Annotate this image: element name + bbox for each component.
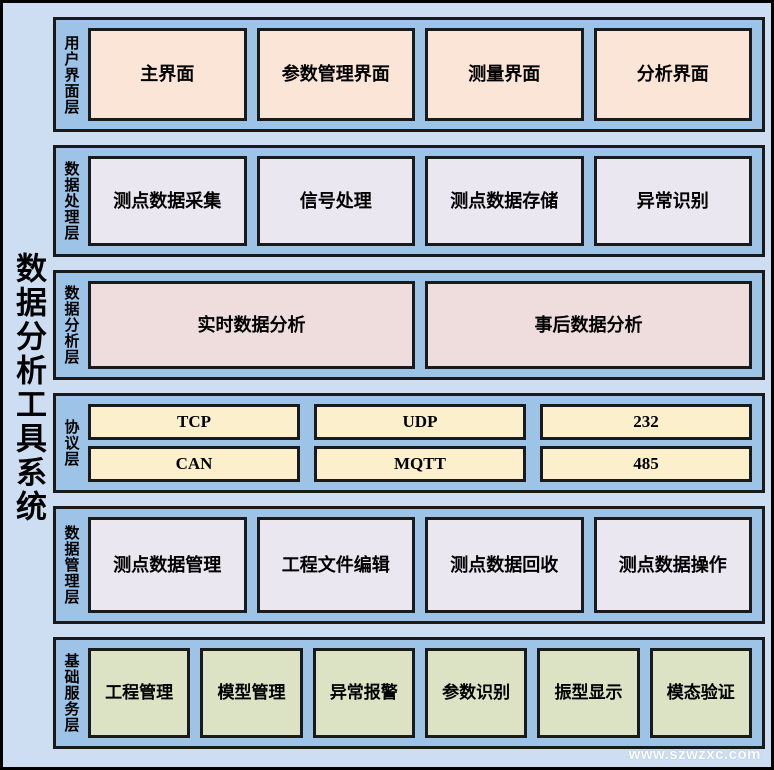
node-post-event-data-analysis[interactable]: 事后数据分析 bbox=[425, 281, 752, 369]
layer-label-data-analysis: 数据分析层 bbox=[56, 273, 84, 377]
layer-data-analysis: 数据分析层 实时数据分析 事后数据分析 bbox=[53, 270, 765, 380]
node-measurement-data-operation[interactable]: 测点数据操作 bbox=[593, 517, 752, 613]
layer-basic-service: 基础服务层 工程管理 模型管理 异常报警 参数识别 振型显示 模态验证 bbox=[53, 637, 765, 749]
node-protocol-can[interactable]: CAN bbox=[88, 446, 300, 482]
layer-label-protocol-text: 协议层 bbox=[62, 419, 79, 467]
node-analysis-ui[interactable]: 分析界面 bbox=[593, 28, 752, 121]
node-measurement-data-management[interactable]: 测点数据管理 bbox=[88, 517, 247, 613]
layer-body-ui: 主界面 参数管理界面 测量界面 分析界面 bbox=[84, 20, 762, 129]
system-title: 数据分析工具系统 bbox=[6, 3, 51, 767]
node-mode-shape-display[interactable]: 振型显示 bbox=[537, 648, 640, 738]
layer-label-data-analysis-text: 数据分析层 bbox=[62, 285, 79, 365]
node-modal-verification[interactable]: 模态验证 bbox=[649, 648, 752, 738]
layer-label-protocol: 协议层 bbox=[56, 396, 84, 490]
node-realtime-data-analysis[interactable]: 实时数据分析 bbox=[88, 281, 415, 369]
layer-protocol: 协议层 TCP UDP 232 CAN MQTT 485 bbox=[53, 393, 765, 493]
layer-label-ui: 用户界面层 bbox=[56, 20, 84, 129]
layer-label-basic-service-text: 基础服务层 bbox=[62, 653, 79, 733]
protocol-row-1: TCP UDP 232 bbox=[88, 404, 752, 440]
layer-data-management: 数据管理层 测点数据管理 工程文件编辑 测点数据回收 测点数据操作 bbox=[53, 506, 765, 624]
layer-body-data-processing: 测点数据采集 信号处理 测点数据存储 异常识别 bbox=[84, 148, 762, 254]
layer-body-data-analysis: 实时数据分析 事后数据分析 bbox=[84, 273, 762, 377]
node-protocol-mqtt[interactable]: MQTT bbox=[314, 446, 526, 482]
node-model-management[interactable]: 模型管理 bbox=[200, 648, 303, 738]
node-protocol-232[interactable]: 232 bbox=[540, 404, 752, 440]
layer-body-data-management: 测点数据管理 工程文件编辑 测点数据回收 测点数据操作 bbox=[84, 509, 762, 621]
layer-label-ui-text: 用户界面层 bbox=[62, 34, 79, 115]
layer-label-data-management-text: 数据管理层 bbox=[62, 525, 79, 605]
layer-ui: 用户界面层 主界面 参数管理界面 测量界面 分析界面 bbox=[53, 17, 765, 132]
layer-label-data-processing-text: 数据处理层 bbox=[62, 161, 79, 241]
watermark: www.szwzxc.com bbox=[628, 746, 761, 763]
node-parameter-identification[interactable]: 参数识别 bbox=[424, 648, 528, 738]
layer-label-basic-service: 基础服务层 bbox=[56, 640, 84, 746]
system-title-text: 数据分析工具系统 bbox=[11, 252, 46, 524]
node-measurement-data-acquisition[interactable]: 测点数据采集 bbox=[88, 156, 247, 246]
node-measurement-ui[interactable]: 测量界面 bbox=[425, 28, 584, 121]
layer-label-data-processing: 数据处理层 bbox=[56, 148, 84, 254]
layer-label-data-management: 数据管理层 bbox=[56, 509, 84, 621]
node-project-file-editing[interactable]: 工程文件编辑 bbox=[256, 517, 415, 613]
node-measurement-data-recovery[interactable]: 测点数据回收 bbox=[425, 517, 584, 613]
node-main-ui[interactable]: 主界面 bbox=[88, 28, 247, 121]
node-protocol-485[interactable]: 485 bbox=[540, 446, 752, 482]
node-protocol-udp[interactable]: UDP bbox=[314, 404, 526, 440]
layer-data-processing: 数据处理层 测点数据采集 信号处理 测点数据存储 异常识别 bbox=[53, 145, 765, 257]
node-protocol-tcp[interactable]: TCP bbox=[88, 404, 300, 440]
layer-body-protocol: TCP UDP 232 CAN MQTT 485 bbox=[84, 396, 762, 490]
node-anomaly-alarm[interactable]: 异常报警 bbox=[312, 648, 415, 738]
node-signal-processing[interactable]: 信号处理 bbox=[256, 156, 415, 246]
layer-body-basic-service: 工程管理 模型管理 异常报警 参数识别 振型显示 模态验证 bbox=[84, 640, 762, 746]
node-project-management[interactable]: 工程管理 bbox=[88, 648, 191, 738]
node-parameter-management-ui[interactable]: 参数管理界面 bbox=[256, 28, 415, 121]
node-measurement-data-storage[interactable]: 测点数据存储 bbox=[425, 156, 584, 246]
protocol-row-2: CAN MQTT 485 bbox=[88, 446, 752, 482]
node-anomaly-identification[interactable]: 异常识别 bbox=[593, 156, 752, 246]
layer-stack: 用户界面层 主界面 参数管理界面 测量界面 分析界面 数据处理层 测点数据采集 … bbox=[53, 17, 765, 759]
